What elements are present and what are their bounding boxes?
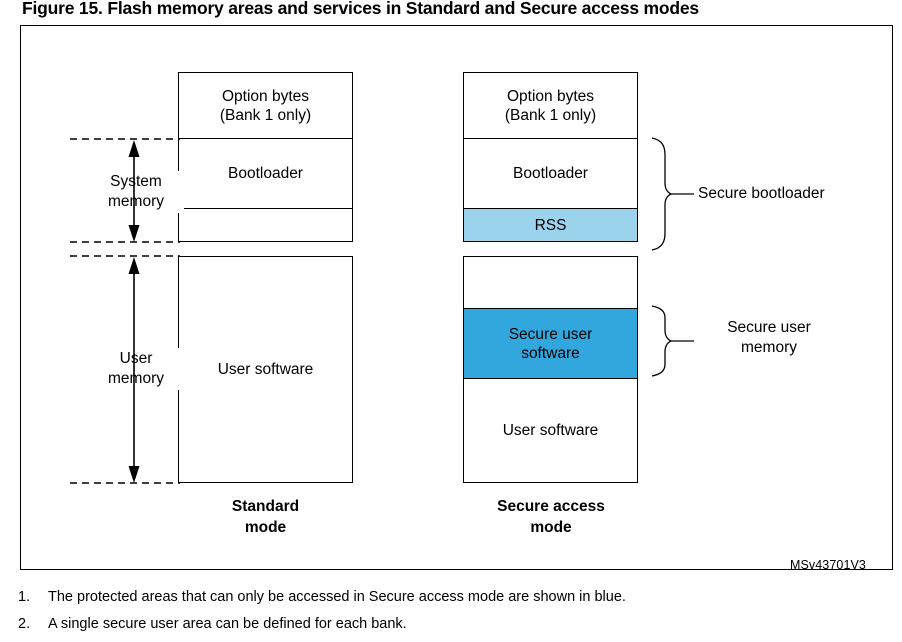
footnote-item: 2. A single secure user area can be defi… [18, 615, 888, 633]
figure-frame [20, 25, 893, 570]
secure-user-software-line1: Secure user [508, 325, 593, 343]
standard-caption-line2: mode [244, 519, 287, 536]
secure-user-software-line2: software [521, 344, 580, 362]
secure-cell-rss: RSS [464, 209, 637, 241]
secure-user-memory-brace-line1: Secure user [727, 319, 811, 336]
secure-option-bytes-line1: Option bytes [506, 87, 594, 105]
standard-option-bytes-line2: (Bank 1 only) [219, 106, 312, 124]
secure-mode-caption: Secure access mode [455, 496, 647, 538]
secure-plain-user-software-label: User software [502, 422, 599, 439]
standard-cell-bootloader: Bootloader [179, 139, 352, 209]
footnote-item: 1. The protected areas that can only be … [18, 588, 888, 606]
system-memory-line2: memory [108, 193, 164, 210]
secure-user-memory-stack: Secure user software User software [463, 256, 638, 483]
standard-caption-line1: Standard [231, 498, 300, 515]
footnote-text: The protected areas that can only be acc… [48, 589, 626, 605]
footnote-number: 2. [18, 616, 31, 632]
brace-label-secure-user-memory: Secure user memory [694, 318, 844, 358]
range-label-user-memory: User memory [88, 348, 184, 390]
figure-title: Figure 15. Flash memory areas and servic… [22, 0, 699, 18]
standard-bootloader-label: Bootloader [228, 165, 303, 182]
figure-watermark: MSv43701V3 [789, 558, 866, 572]
secure-cell-user-reserved [464, 257, 637, 309]
footnote-text: A single secure user area can be defined… [48, 616, 407, 632]
standard-option-bytes-line1: Option bytes [221, 87, 309, 105]
user-memory-line2: memory [108, 370, 164, 387]
user-memory-line1: User [119, 350, 153, 367]
secure-cell-secure-user-software: Secure user software [464, 309, 637, 379]
footnote-number: 1. [18, 589, 31, 605]
standard-cell-option-bytes: Option bytes (Bank 1 only) [179, 73, 352, 139]
secure-bootloader-label: Bootloader [513, 165, 588, 182]
footnote-list: 1. The protected areas that can only be … [18, 588, 888, 642]
standard-cell-user-software: User software [179, 257, 352, 482]
standard-cell-reserved [179, 209, 352, 241]
system-memory-line1: System [110, 173, 162, 190]
standard-system-memory-stack: Option bytes (Bank 1 only) Bootloader [178, 72, 353, 242]
standard-user-software-label: User software [217, 361, 314, 378]
secure-rss-label: RSS [534, 216, 567, 234]
secure-system-memory-stack: Option bytes (Bank 1 only) Bootloader RS… [463, 72, 638, 242]
secure-bootloader-brace-line1: Secure bootloader [698, 185, 825, 202]
standard-mode-caption: Standard mode [178, 496, 353, 538]
secure-caption-line2: mode [530, 519, 572, 536]
secure-caption-line1: Secure access [497, 498, 605, 515]
range-label-system-memory: System memory [88, 171, 184, 213]
standard-user-memory-stack: User software [178, 256, 353, 483]
secure-cell-bootloader: Bootloader [464, 139, 637, 209]
brace-label-secure-bootloader: Secure bootloader [698, 184, 888, 204]
secure-cell-option-bytes: Option bytes (Bank 1 only) [464, 73, 637, 139]
secure-user-memory-brace-line2: memory [741, 339, 797, 356]
secure-cell-user-software: User software [464, 379, 637, 482]
secure-option-bytes-line2: (Bank 1 only) [504, 106, 597, 124]
